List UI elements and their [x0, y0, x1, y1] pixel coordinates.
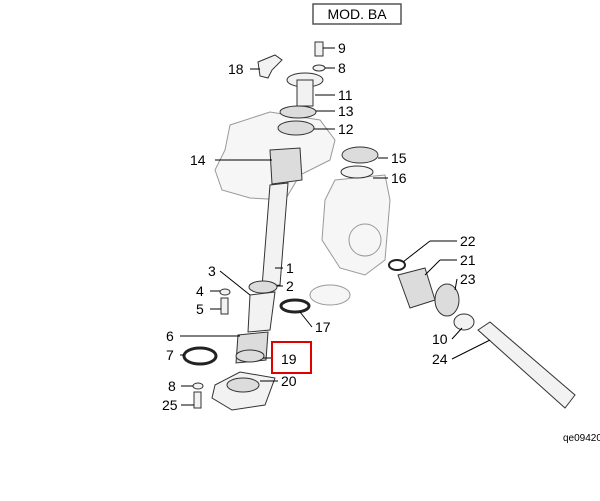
part-21-gear	[397, 267, 436, 309]
highlight-box-19[interactable]	[271, 341, 312, 374]
part-25-bolt	[193, 391, 202, 409]
callout-10: 10	[432, 331, 448, 347]
model-title-box: MOD. BA	[312, 3, 402, 25]
callout-18: 18	[228, 61, 244, 77]
callout-8: 8	[338, 60, 346, 76]
part-15-bearing	[341, 146, 379, 164]
part-5-bolt	[220, 297, 229, 315]
callouts: 9 8 18 11 13 12 14 15 16 22 21 23 1 3 2 …	[162, 40, 491, 413]
callout-2: 2	[286, 278, 294, 294]
part-19-bearing	[235, 349, 265, 363]
callout-13: 13	[338, 103, 354, 119]
callout-5: 5	[196, 301, 204, 317]
callout-23: 23	[460, 271, 476, 287]
callout-8-lower: 8	[168, 378, 176, 394]
part-2-ring	[248, 280, 278, 294]
callout-19[interactable]: 19	[281, 351, 297, 367]
callout-17: 17	[315, 319, 331, 335]
callout-1: 1	[286, 260, 294, 276]
callout-7: 7	[166, 347, 174, 363]
callout-3: 3	[208, 263, 216, 279]
callout-24: 24	[432, 351, 448, 367]
part-23-bearing	[434, 283, 460, 317]
callout-4: 4	[196, 283, 204, 299]
callout-6: 6	[166, 328, 174, 344]
part-11-shaft	[296, 79, 314, 107]
part-13-ring	[279, 105, 317, 119]
part-9-bolt	[314, 41, 324, 57]
callout-14: 14	[190, 152, 206, 168]
part-20-seal	[226, 377, 260, 393]
part-12-bearing	[277, 120, 315, 136]
image-code: qe09420	[563, 433, 600, 444]
callout-16: 16	[391, 170, 407, 186]
model-title: MOD. BA	[327, 6, 387, 22]
part-1-shaft	[261, 182, 289, 288]
callout-15: 15	[391, 150, 407, 166]
part-24-shaft	[477, 321, 576, 409]
part-8-washer-lower	[192, 382, 204, 390]
part-7-oring	[182, 346, 218, 366]
part-18-bracket	[257, 54, 283, 79]
ghost-bearing	[309, 284, 351, 306]
part-14-gear	[269, 147, 303, 185]
housing-bore	[348, 223, 382, 257]
part-4-washer	[219, 288, 231, 296]
callout-21: 21	[460, 252, 476, 268]
part-22-circlip	[388, 259, 406, 271]
callout-9: 9	[338, 40, 346, 56]
bevel-housing	[321, 174, 391, 276]
part-3-sleeve	[247, 291, 276, 333]
part-16-ring	[340, 165, 374, 179]
callout-25: 25	[162, 397, 178, 413]
part-10-ring	[453, 313, 475, 331]
part-17-oring	[279, 298, 311, 314]
callout-11: 11	[338, 87, 353, 103]
callout-12: 12	[338, 121, 354, 137]
callout-20: 20	[281, 373, 297, 389]
part-8-washer	[312, 64, 326, 72]
callout-22: 22	[460, 233, 476, 249]
